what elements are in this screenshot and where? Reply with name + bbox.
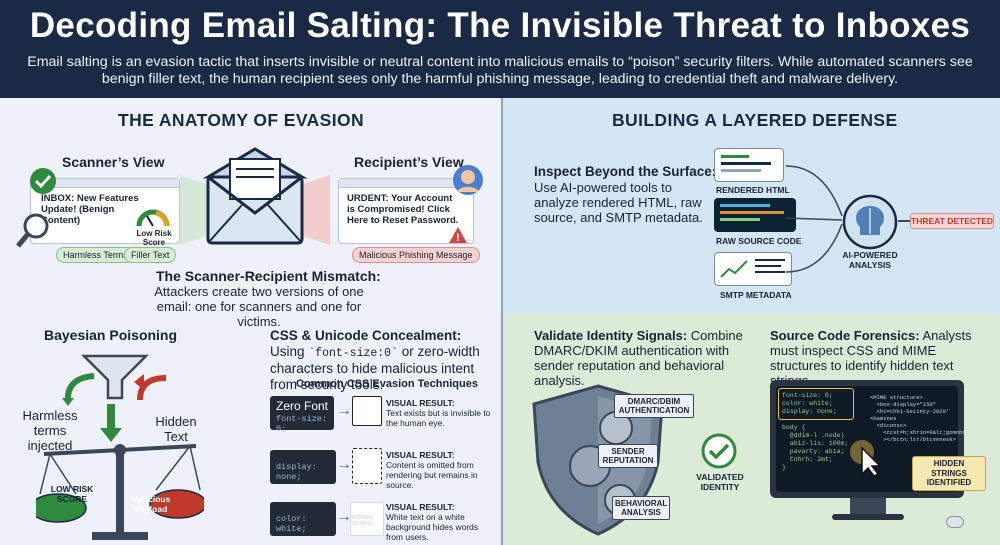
- low-risk-score-label: Low Risk Score: [136, 229, 172, 247]
- bayesian-title: Bayesian Poisoning: [44, 327, 178, 343]
- scanner-view-title: Scanner’s View: [62, 154, 165, 170]
- raw-source-doc: [714, 198, 796, 232]
- raw-source-label: RAW SOURCE CODE: [716, 236, 802, 246]
- ai-analysis-label: AI-POWERED ANALYSIS: [842, 250, 898, 270]
- code-highlight: [778, 388, 854, 420]
- gauge-icon: [136, 209, 170, 227]
- recipient-view-title: Recipient’s View: [354, 154, 464, 170]
- funnel-icon: [80, 354, 150, 400]
- defense-heading: BUILDING A LAYERED DEFENSE: [612, 110, 898, 130]
- validated-check-icon: [701, 433, 737, 469]
- forensics-title: Source Code Forensics:: [770, 328, 920, 343]
- warning-icon: !: [449, 227, 467, 244]
- tag-malicious-phishing: Malicious Phishing Message: [352, 247, 480, 263]
- malicious-pan-label: Malicious Payload: [131, 494, 171, 514]
- anatomy-heading: THE ANATOMY OF EVASION: [118, 110, 365, 130]
- cursor-icon: [850, 440, 882, 477]
- harmless-terms-label: Harmless terms injected: [22, 408, 78, 453]
- threat-detected-badge: THREAT DETECTED: [910, 213, 994, 229]
- connector-lines: [785, 165, 843, 273]
- inspect-title: Inspect Beyond the Surface:: [534, 164, 717, 179]
- magnifier-icon: [16, 213, 49, 248]
- dmarc-label: DMARC/DBIM AUTHENTICATION: [614, 394, 694, 418]
- smtp-metadata-doc: [714, 252, 792, 286]
- css-techniques-title: Common CSS Evasion Techniques: [296, 378, 478, 390]
- envelope-icon: [180, 147, 330, 245]
- header-banner: Decoding Email Salting: The Invisible Th…: [0, 0, 1000, 98]
- display-none-box: display: none;: [270, 450, 336, 484]
- display-none-preview: [352, 448, 382, 484]
- tag-harmless-terms: Harmless Terms: [56, 247, 135, 263]
- zero-font-box: Zero Font font-size: 0;: [270, 396, 334, 434]
- panel-divider: [501, 98, 503, 545]
- zero-font-preview: [352, 396, 382, 426]
- user-avatar-icon: [453, 165, 483, 195]
- scanner-inbox-text: INBOX: New Features Update! (Benign Cont…: [41, 193, 139, 226]
- hidden-strings-badge: HIDDEN STRINGS IDENTIFIED: [912, 456, 986, 491]
- rendered-html-label: RENDERED HTML: [716, 185, 790, 195]
- brain-icon: [842, 194, 898, 250]
- validated-identity-label: VALIDATED IDENTITY: [696, 472, 744, 492]
- mismatch-text: Attackers create two versions of one ema…: [154, 284, 364, 329]
- hidden-text-label: Hidden Text: [155, 414, 197, 444]
- mouse-icon: [946, 516, 964, 528]
- page-subtitle: Email salting is an evasion tactic that …: [27, 54, 973, 87]
- sender-reputation-label: SENDER REPUTATION: [598, 444, 658, 468]
- inspect-text: Use AI-powered tools to analyze rendered…: [534, 180, 703, 225]
- check-icon: [30, 168, 56, 194]
- mismatch-title: The Scanner-Recipient Mismatch:: [156, 268, 381, 284]
- validate-text: Validate Identity Signals: Combine DMARC…: [534, 328, 743, 388]
- color-white-preview: HIDDEN WORDS: [350, 502, 384, 536]
- recipient-window: URDENT: Your Account is Compromised! Cli…: [338, 178, 474, 244]
- rendered-html-doc: [714, 148, 784, 182]
- css-concealment-title: CSS & Unicode Concealment:: [270, 328, 462, 343]
- svg-text:!: !: [456, 232, 460, 244]
- forensics-text: Source Code Forensics: Analysts must ins…: [770, 328, 972, 388]
- monitor-stand: [832, 514, 904, 520]
- color-white-box: color: white;: [270, 502, 336, 536]
- tag-filler-text: Filler Text: [124, 247, 177, 263]
- css-concealment-text: CSS & Unicode Concealment: Using `font-s…: [270, 328, 480, 392]
- scale-icon: [36, 444, 204, 540]
- validate-title: Validate Identity Signals:: [534, 328, 688, 343]
- low-risk-pan-label: LOW RISK SCORE: [50, 484, 94, 504]
- down-arrow-icon: [100, 404, 122, 442]
- behavioral-analysis-label: BEHAVIORAL ANALYSIS: [612, 496, 670, 520]
- css-code-block: font-size: 0; color: white; display: non…: [782, 392, 849, 471]
- recipient-phishing-text: URDENT: Your Account is Compromised! Cli…: [347, 193, 459, 226]
- smtp-metadata-label: SMTP METADATA: [720, 290, 792, 300]
- red-arrow-icon: [134, 374, 167, 401]
- mime-code-block: <MIME structure> <box-display="150" <hi=…: [870, 394, 970, 443]
- font-size-code: `font-size:0`: [308, 346, 398, 360]
- green-arrow-icon: [62, 373, 95, 406]
- page-title: Decoding Email Salting: The Invisible Th…: [29, 6, 971, 45]
